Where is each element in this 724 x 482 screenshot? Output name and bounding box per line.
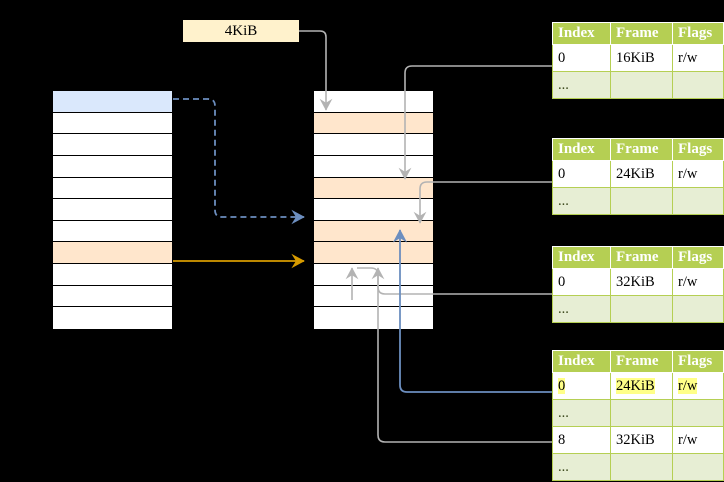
cell-flags xyxy=(672,187,724,215)
label-4kib: 4KiB xyxy=(183,20,299,42)
physical-frame-block-4[interactable] xyxy=(314,155,433,178)
physical-memory-column xyxy=(313,90,434,330)
column-header-frame: Frame xyxy=(610,138,673,161)
cell-index: 8 xyxy=(552,426,611,454)
cell-frame: 24KiB xyxy=(610,160,673,188)
column-header-flags: Flags xyxy=(672,246,724,269)
cell-flags xyxy=(672,295,724,323)
cell-flags-text: r/w xyxy=(678,377,698,394)
virtual-page-block-7[interactable] xyxy=(53,220,172,243)
physical-frame-block-6[interactable] xyxy=(314,199,433,221)
column-header-flags: Flags xyxy=(672,350,724,373)
virtual-page-block-5[interactable] xyxy=(53,177,172,200)
column-header-index: Index xyxy=(552,22,611,45)
physical-frame-block-2[interactable] xyxy=(314,112,433,135)
cell-index: ... xyxy=(552,295,611,323)
connector-table2-to-memory xyxy=(413,181,552,224)
cell-flags: r/w xyxy=(672,268,724,296)
cell-frame: 32KiB xyxy=(610,268,673,296)
table-row[interactable]: ... xyxy=(552,71,724,99)
table-header-row: Index Frame Flags xyxy=(552,246,724,269)
virtual-page-block-4[interactable] xyxy=(53,155,172,178)
cell-frame: 32KiB xyxy=(610,426,673,454)
physical-frame-block-11[interactable] xyxy=(314,307,433,329)
table-row[interactable]: 8 32KiB r/w xyxy=(552,426,724,454)
cell-flags xyxy=(672,399,724,427)
connector-virtual-to-physical-dashed xyxy=(173,98,305,225)
table-row[interactable]: ... xyxy=(552,399,724,427)
cell-frame xyxy=(610,453,673,481)
physical-frame-block-3[interactable] xyxy=(314,134,433,156)
cell-index: ... xyxy=(552,453,611,481)
virtual-page-block-6[interactable] xyxy=(53,199,172,221)
cell-frame xyxy=(610,187,673,215)
table-header-row: Index Frame Flags xyxy=(552,138,724,161)
physical-frame-block-10[interactable] xyxy=(314,285,433,308)
physical-frame-block-7[interactable] xyxy=(314,220,433,243)
table-row[interactable]: 0 16KiB r/w xyxy=(552,44,724,72)
cell-flags xyxy=(672,453,724,481)
table-row[interactable]: ... xyxy=(552,187,724,215)
label-4kib-text: 4KiB xyxy=(224,23,258,39)
cell-flags: r/w xyxy=(672,372,724,400)
page-table-2: Index Frame Flags 0 24KiB r/w ... xyxy=(552,138,724,215)
virtual-address-space-column xyxy=(52,90,173,330)
cell-index-text: 0 xyxy=(558,377,566,394)
table-header-row: Index Frame Flags xyxy=(552,350,724,373)
physical-frame-block-9[interactable] xyxy=(314,264,433,286)
cell-frame: 24KiB xyxy=(610,372,673,400)
table-row[interactable]: ... xyxy=(552,295,724,323)
virtual-page-block-8[interactable] xyxy=(53,242,172,264)
cell-flags: r/w xyxy=(672,160,724,188)
virtual-page-block-3[interactable] xyxy=(53,134,172,156)
page-table-4: Index Frame Flags 0 24KiB r/w ... 8 32Ki… xyxy=(552,350,724,481)
cell-index: 0 xyxy=(552,268,611,296)
column-header-frame: Frame xyxy=(610,350,673,373)
cell-flags: r/w xyxy=(672,44,724,72)
column-header-index: Index xyxy=(552,246,611,269)
cell-flags xyxy=(672,71,724,99)
cell-flags: r/w xyxy=(672,426,724,454)
physical-frame-block-5[interactable] xyxy=(314,177,433,200)
cell-frame xyxy=(610,295,673,323)
page-table-3: Index Frame Flags 0 32KiB r/w ... xyxy=(552,246,724,323)
cell-index: ... xyxy=(552,399,611,427)
virtual-page-block-11[interactable] xyxy=(53,307,172,329)
table-row[interactable]: 0 24KiB r/w xyxy=(552,372,724,400)
table-row[interactable]: ... xyxy=(552,453,724,481)
cell-index: 0 xyxy=(552,372,611,400)
cell-index: ... xyxy=(552,187,611,215)
cell-index: 0 xyxy=(552,44,611,72)
column-header-index: Index xyxy=(552,350,611,373)
column-header-frame: Frame xyxy=(610,22,673,45)
cell-frame xyxy=(610,71,673,99)
cell-index: ... xyxy=(552,71,611,99)
virtual-page-block-2[interactable] xyxy=(53,112,172,135)
physical-frame-block-8[interactable] xyxy=(314,242,433,264)
column-header-frame: Frame xyxy=(610,246,673,269)
table-row[interactable]: 0 32KiB r/w xyxy=(552,268,724,296)
cell-frame: 16KiB xyxy=(610,44,673,72)
virtual-page-block-10[interactable] xyxy=(53,285,172,308)
column-header-flags: Flags xyxy=(672,22,724,45)
cell-frame xyxy=(610,399,673,427)
virtual-page-block-9[interactable] xyxy=(53,264,172,286)
physical-frame-block-1[interactable] xyxy=(314,91,433,113)
table-header-row: Index Frame Flags xyxy=(552,22,724,45)
column-header-flags: Flags xyxy=(672,138,724,161)
virtual-page-block-1[interactable] xyxy=(53,91,172,113)
cell-index: 0 xyxy=(552,160,611,188)
column-header-index: Index xyxy=(552,138,611,161)
cell-frame-text: 24KiB xyxy=(616,377,655,394)
table-row[interactable]: 0 24KiB r/w xyxy=(552,160,724,188)
page-table-1: Index Frame Flags 0 16KiB r/w ... xyxy=(552,22,724,99)
